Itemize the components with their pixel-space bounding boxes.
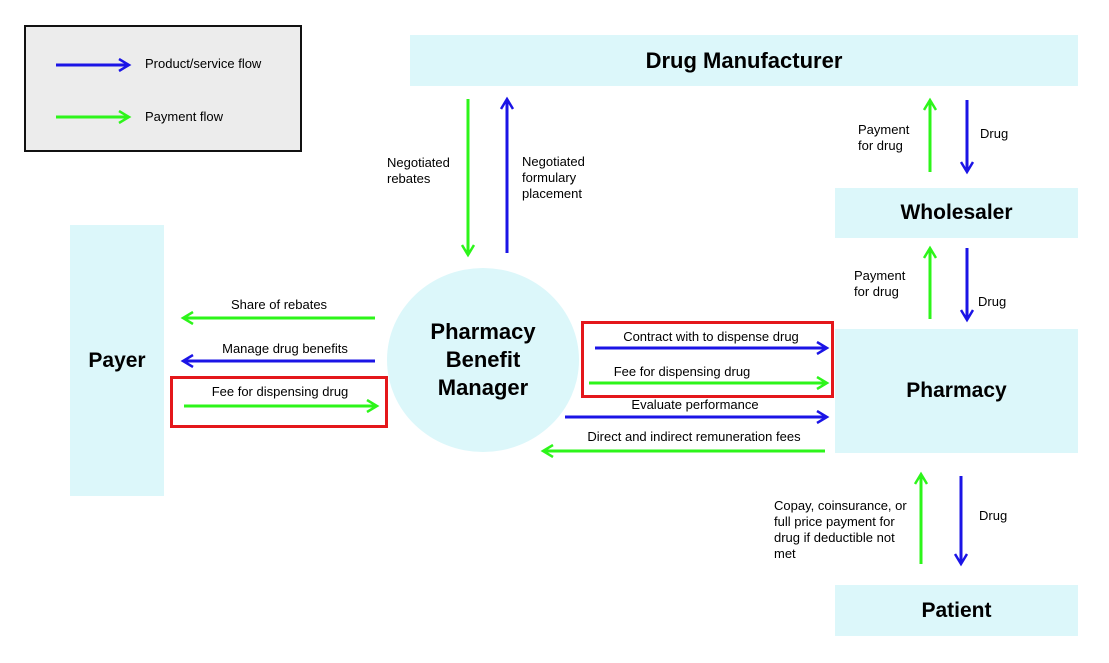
wm-payment-label: Payment for drug — [858, 122, 909, 154]
copay-line2: full price payment for — [774, 514, 895, 529]
patient-node: Patient — [835, 585, 1078, 636]
pharmacy-label: Pharmacy — [906, 379, 1007, 402]
pbm-node: Pharmacy Benefit Manager — [387, 268, 579, 452]
pbm-label-line1: Pharmacy — [430, 319, 536, 344]
pw-payment-line2: for drug — [854, 284, 899, 299]
copay-line1: Copay, coinsurance, or — [774, 498, 907, 513]
legend-payment-label: Payment flow — [145, 109, 224, 124]
negotiated-rebates-line1: Negotiated — [387, 155, 450, 170]
wm-drug-label: Drug — [980, 126, 1009, 141]
pbm-label-line2: Benefit — [445, 347, 521, 372]
copay-label: Copay, coinsurance, or full price paymen… — [774, 498, 907, 562]
wm-payment-line1: Payment — [858, 122, 910, 137]
drug-manufacturer-node: Drug Manufacturer — [410, 35, 1078, 86]
formulary-line1: Negotiated — [522, 154, 585, 169]
manage-benefits-label: Manage drug benefits — [222, 341, 348, 356]
drug-manufacturer-label: Drug Manufacturer — [645, 47, 843, 73]
legend-product-label: Product/service flow — [145, 56, 262, 71]
patient-label: Patient — [921, 598, 992, 622]
wm-payment-line2: for drug — [858, 138, 903, 153]
pw-payment-line1: Payment — [854, 268, 906, 283]
formulary-placement-label: Negotiated formulary placement — [522, 154, 585, 202]
pharmacy-node: Pharmacy — [835, 329, 1078, 453]
pw-drug-label: Drug — [978, 294, 1007, 309]
remuneration-label: Direct and indirect remuneration fees — [587, 429, 801, 444]
evaluate-label: Evaluate performance — [631, 397, 759, 412]
copay-line4: met — [774, 546, 796, 561]
share-rebates-label: Share of rebates — [230, 297, 328, 312]
pbm-fee-label: Fee for dispensing drug — [613, 364, 751, 379]
pbm-label: Pharmacy Benefit Manager — [430, 318, 535, 402]
wholesaler-label: Wholesaler — [900, 201, 1013, 224]
payer-fee-label: Fee for dispensing drug — [211, 384, 349, 399]
pbm-pharmacy-highlight — [581, 321, 834, 398]
negotiated-rebates-label: Negotiated rebates — [387, 155, 450, 187]
formulary-line3: placement — [522, 186, 582, 201]
contract-label: Contract with to dispense drug — [623, 329, 799, 344]
pbm-label-line3: Manager — [437, 375, 529, 400]
payer-fee-highlight — [170, 376, 388, 428]
payer-node: Payer — [70, 225, 164, 496]
pw-payment-label: Payment for drug — [854, 268, 905, 300]
payer-label: Payer — [88, 348, 146, 372]
patient-drug-label: Drug — [979, 508, 1008, 523]
copay-line3: drug if deductible not — [774, 530, 895, 545]
legend — [24, 25, 302, 152]
wholesaler-node: Wholesaler — [835, 188, 1078, 238]
negotiated-rebates-line2: rebates — [387, 171, 431, 186]
formulary-line2: formulary — [522, 170, 577, 185]
